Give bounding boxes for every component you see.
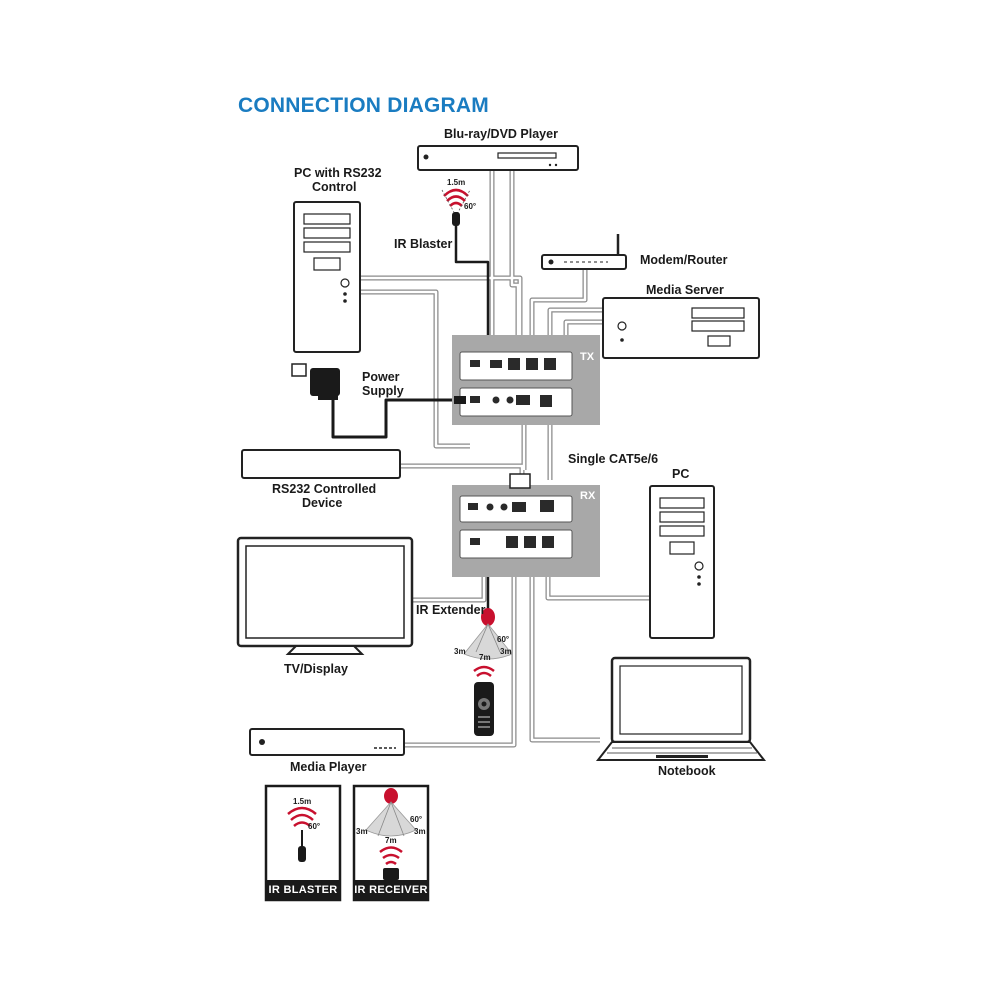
media-player-icon [249,728,405,756]
ir-blaster-label: IR Blaster [394,237,453,251]
legend-ir-receiver-label: IR RECEIVER [354,884,428,896]
ir-extender-angle: 60° [497,635,510,644]
legend-receiver-angle: 60° [410,815,423,824]
rx-unit: RX [452,485,600,577]
page-title: CONNECTION DIAGRAM [238,94,489,117]
power-supply-label-line1: Power [362,370,400,384]
pc-rs232-label-line2: Control [312,180,357,194]
pc-rs232-label-line1: PC with RS232 [294,166,382,180]
rs232-device-label-line2: Device [302,496,343,510]
legend-blaster-angle: 60° [308,822,321,831]
bluray-player-icon [417,145,579,171]
ir-extender-left-range: 3m [454,647,466,656]
ir-blaster-icon [441,188,471,226]
media-server-label: Media Server [646,283,724,297]
bluray-label: Blu-ray/DVD Player [444,127,558,141]
cat-cable-label: Single CAT5e/6 [568,452,659,466]
power-supply-icon [291,363,466,404]
tv-display-label: TV/Display [284,662,348,676]
pc-icon [649,485,715,639]
ir-blaster-angle: 60° [464,202,477,211]
rs232-device-label-line1: RS232 Controlled [272,482,377,496]
media-server-icon [602,297,760,359]
notebook-icon [595,656,767,761]
legend-receiver-center-range: 7m [385,836,397,845]
legend-blaster-range: 1.5m [293,797,312,806]
remote-control-icon [473,665,495,736]
media-player-label: Media Player [290,760,367,774]
power-supply-label-line2: Supply [362,384,404,398]
modem-router-icon [541,234,627,270]
legend-receiver-right-range: 3m [414,827,426,836]
ir-extender-center-range: 7m [479,653,491,662]
modem-router-label: Modem/Router [640,253,728,267]
legend-receiver-left-range: 3m [356,827,368,836]
rx-label: RX [580,490,596,502]
legend-ir-blaster-label: IR BLASTER [268,884,338,896]
ir-extender-right-range: 3m [500,647,512,656]
legend-ir-receiver [352,784,430,902]
pc-label: PC [672,467,690,481]
ir-extender-icon [463,608,513,660]
pc-rs232-icon [293,201,361,353]
ir-extender-label: IR Extender [416,603,486,617]
tx-unit: TX [452,335,600,425]
rs232-device-icon [241,449,531,489]
legend-ir-blaster [264,784,342,902]
ir-blaster-range: 1.5m [447,178,466,187]
notebook-label: Notebook [658,764,716,778]
tv-display-icon [236,536,414,655]
tx-label: TX [580,351,595,363]
